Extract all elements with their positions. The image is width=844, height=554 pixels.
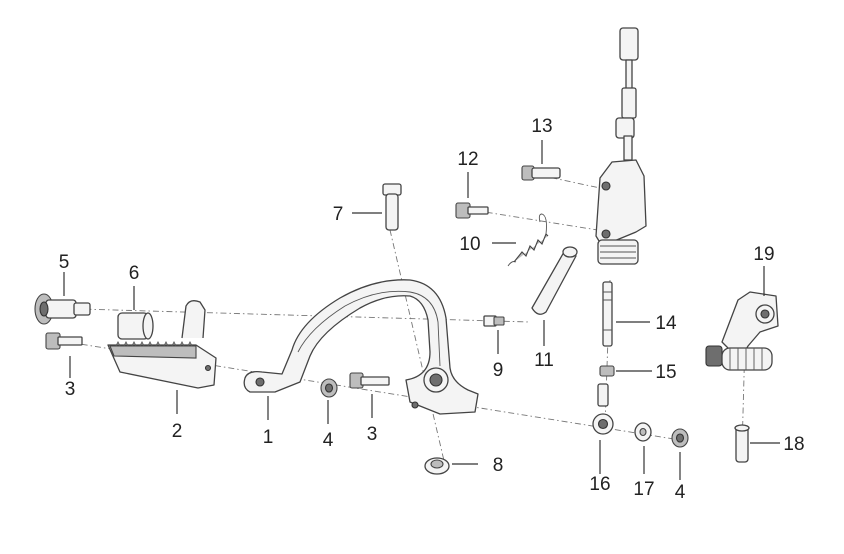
callout-12: 12 bbox=[457, 149, 478, 170]
axis-bolt-13 bbox=[524, 171, 601, 189]
callout-8: 8 bbox=[493, 455, 504, 476]
callout-5: 5 bbox=[59, 252, 70, 273]
callout-labels: 5 6 3 2 1 4 3 7 8 9 10 11 12 13 14 15 16… bbox=[59, 116, 805, 503]
part-15-nut bbox=[599, 365, 615, 377]
callout-3-middle: 3 bbox=[367, 424, 378, 445]
part-3-bolt-middle bbox=[349, 372, 390, 389]
callout-7: 7 bbox=[333, 204, 344, 225]
leader-lines bbox=[63, 140, 780, 480]
part-4-nut-right bbox=[671, 428, 689, 448]
callout-1: 1 bbox=[263, 427, 274, 448]
axis-pushrod bbox=[604, 279, 611, 426]
callout-11: 11 bbox=[534, 350, 554, 371]
callout-3-left: 3 bbox=[65, 379, 76, 400]
part-12-bolt bbox=[455, 202, 489, 219]
callout-18: 18 bbox=[783, 434, 804, 455]
part-4-nut-left bbox=[320, 378, 338, 398]
callout-13: 13 bbox=[531, 116, 552, 137]
axis-bolt-12 bbox=[459, 207, 611, 233]
callout-16: 16 bbox=[589, 474, 610, 495]
part-16-clevis bbox=[592, 383, 614, 435]
part-11-tube bbox=[531, 246, 578, 315]
part-2-footrest bbox=[107, 300, 217, 389]
callout-2: 2 bbox=[172, 421, 183, 442]
callout-6: 6 bbox=[129, 263, 140, 284]
part-1-brake-pedal bbox=[243, 279, 479, 415]
callout-10: 10 bbox=[459, 234, 480, 255]
part-14-push-rod bbox=[602, 281, 613, 347]
part-7-pin bbox=[382, 183, 402, 231]
part-19-shift-lever bbox=[705, 291, 779, 371]
part-8-ring bbox=[424, 457, 450, 475]
part-18-pin bbox=[734, 424, 750, 463]
footrest-teeth bbox=[115, 340, 193, 347]
callout-14: 14 bbox=[655, 313, 677, 334]
part-5-bushing bbox=[34, 293, 91, 325]
part-10-spring bbox=[507, 213, 549, 267]
callout-17: 17 bbox=[633, 479, 654, 500]
axis-lower bbox=[54, 339, 681, 441]
callout-4-right: 4 bbox=[675, 482, 686, 503]
part-9-adjuster bbox=[483, 315, 505, 327]
part-3-bolt-left bbox=[45, 332, 83, 350]
part-17-washer bbox=[634, 422, 652, 442]
callout-19: 19 bbox=[753, 244, 774, 265]
part-13-bolt bbox=[521, 165, 561, 181]
callout-15: 15 bbox=[655, 362, 676, 383]
callout-9: 9 bbox=[493, 360, 504, 381]
part-6-sleeve bbox=[117, 312, 154, 340]
master-cylinder bbox=[595, 27, 647, 265]
callout-4-left: 4 bbox=[323, 430, 334, 451]
